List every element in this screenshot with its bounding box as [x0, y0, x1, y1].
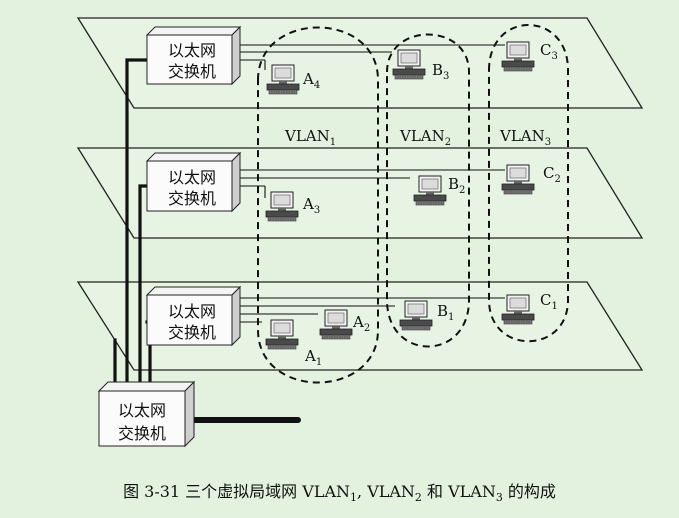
- computer-icon: [392, 49, 426, 80]
- host-label: C3: [540, 41, 558, 62]
- switch-label-line2: 交换机: [168, 189, 216, 208]
- computer-icon: [413, 175, 447, 206]
- caption-sub: 3: [495, 491, 503, 505]
- switch-top: 以太网 交换机: [145, 25, 242, 86]
- switch-label-line2: 交换机: [168, 62, 216, 81]
- computer-icon: [266, 64, 300, 95]
- computer-icon: [265, 191, 299, 222]
- host-label: A3: [302, 195, 320, 216]
- caption-vlan: VLAN: [367, 482, 415, 501]
- caption-sub: 1: [350, 491, 358, 505]
- vlan-label: VLAN1: [284, 127, 336, 148]
- host-label: B1: [437, 302, 454, 323]
- host-label: B2: [448, 175, 465, 196]
- host-label: A4: [302, 70, 320, 91]
- switch-middle: 以太网 交换机: [145, 151, 242, 213]
- switch-label-line2: 交换机: [118, 424, 166, 443]
- switch-root: 以太网 交换机: [97, 380, 196, 448]
- computer-icon: [501, 41, 535, 72]
- caption-prefix: 图 3-31 三个虚拟局域网: [123, 482, 303, 501]
- switch-label-line2: 交换机: [168, 323, 216, 342]
- computer-icon: [319, 309, 353, 340]
- caption-suffix: 的构成: [502, 482, 556, 501]
- host-label: A2: [352, 313, 370, 334]
- host-label: C1: [540, 291, 558, 312]
- vlan1-outline: [257, 26, 379, 384]
- caption-sep: 和: [421, 482, 449, 501]
- figure-caption: 图 3-31 三个虚拟局域网 VLAN1, VLAN2 和 VLAN3 的构成: [0, 478, 679, 504]
- vlan-label: VLAN3: [499, 127, 551, 148]
- computer-icon: [265, 319, 299, 350]
- caption-sub: 2: [414, 491, 422, 505]
- computer-icon: [399, 300, 433, 331]
- host-label: C2: [543, 164, 561, 185]
- vlan-label: VLAN2: [399, 127, 451, 148]
- caption-vlan: VLAN: [448, 482, 496, 501]
- switch-label-line1: 以太网: [168, 168, 216, 187]
- switch-label-line1: 以太网: [168, 41, 216, 60]
- vlan-outlines: [257, 24, 569, 384]
- vlan2-outline: [386, 33, 470, 348]
- computer-icon: [501, 294, 535, 325]
- computer-icon: [501, 164, 535, 195]
- switch-label-line1: 以太网: [168, 302, 216, 321]
- switch-bottom: 以太网 交换机: [145, 285, 242, 347]
- host-cables: [232, 44, 505, 323]
- switch-label-line1: 以太网: [118, 401, 166, 420]
- host-label: A1: [304, 347, 322, 368]
- host-label: B3: [432, 61, 449, 82]
- caption-sep: ,: [357, 482, 368, 501]
- caption-vlan: VLAN: [302, 482, 351, 501]
- trunk-cables: [113, 58, 152, 386]
